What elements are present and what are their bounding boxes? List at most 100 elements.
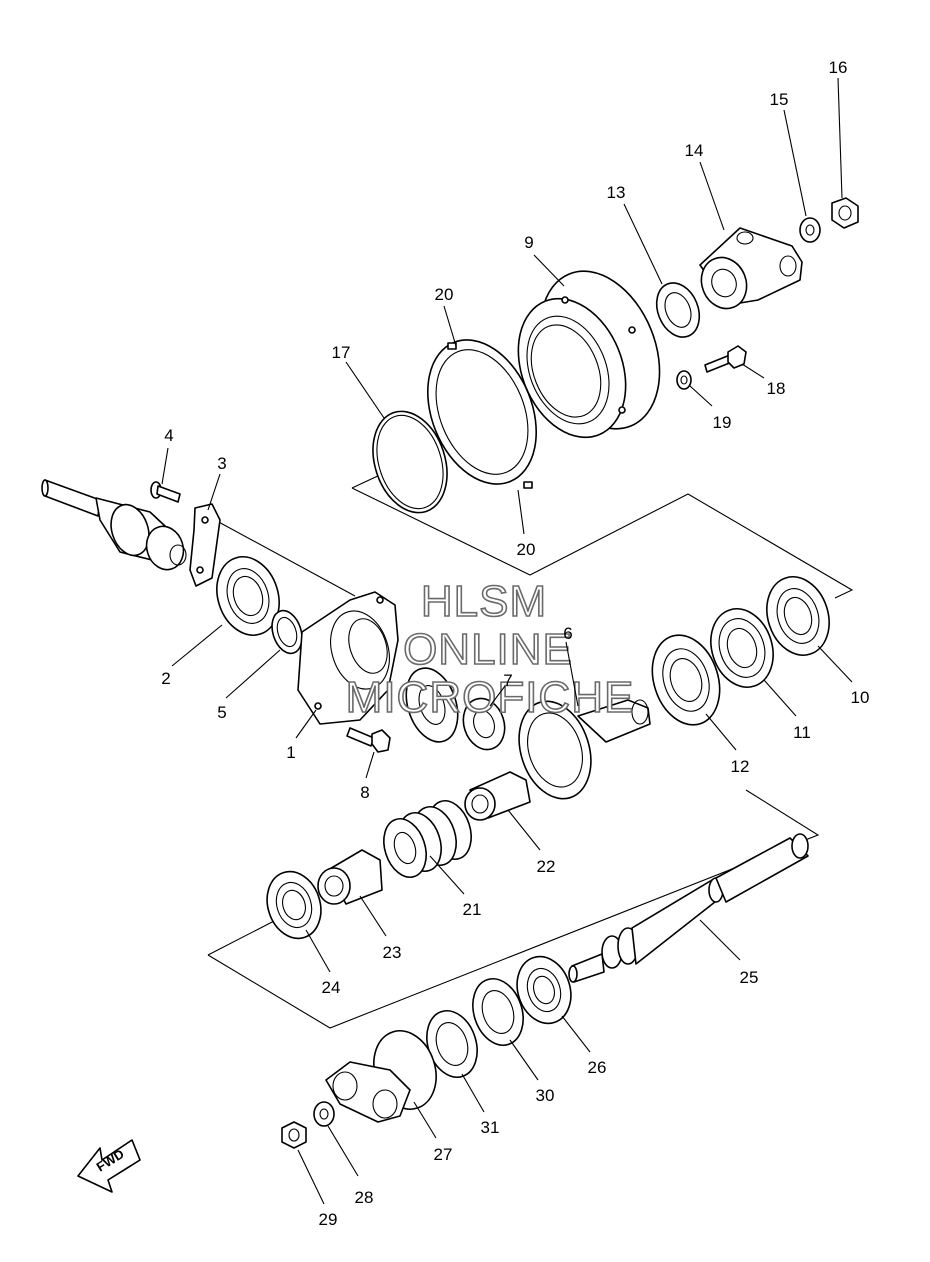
- callout-number: 29: [319, 1210, 338, 1229]
- bearing-housing-part: [517, 270, 661, 439]
- callout-27: 27: [413, 1101, 453, 1164]
- retainer-plate-part: [189, 503, 221, 587]
- assembly-outline-lower: [207, 789, 820, 1029]
- callout-31: 31: [461, 1073, 500, 1137]
- callout-15: 15: [770, 90, 807, 217]
- nut-part-29: [281, 1121, 307, 1149]
- callout-12: 12: [705, 713, 750, 776]
- bearing-part-24: [266, 870, 322, 940]
- callout-number: 8: [360, 783, 369, 802]
- callout-21: 21: [429, 855, 482, 919]
- callout-28: 28: [327, 1125, 374, 1207]
- callout-29: 29: [297, 1149, 338, 1229]
- callout-5: 5: [217, 649, 281, 722]
- bolt-part-18: [704, 345, 747, 373]
- assembly-outline-upper: [351, 473, 854, 599]
- callout-number: 4: [164, 426, 173, 445]
- bearing-part-12: [651, 634, 721, 726]
- pinion-gear-part: [518, 699, 651, 800]
- ring-nut-part-11: [710, 608, 774, 688]
- callout-number: 3: [217, 454, 226, 473]
- shim-part-5: [271, 609, 303, 655]
- callout-17: 17: [332, 343, 385, 419]
- callout-number: 16: [829, 58, 848, 77]
- spacer-part-23: [317, 849, 383, 905]
- callout-4: 4: [161, 426, 174, 485]
- callout-number: 13: [607, 183, 626, 202]
- output-shaft-part: [568, 833, 809, 983]
- callout-19: 19: [689, 385, 732, 432]
- ring-nut-part-30: [472, 978, 524, 1046]
- callout-number: 22: [537, 857, 556, 876]
- callout-number: 20: [435, 285, 454, 304]
- callout-25: 25: [699, 919, 759, 987]
- callout-14: 14: [685, 141, 725, 231]
- callout-1: 1: [286, 709, 317, 762]
- yoke-part-27: [325, 1030, 437, 1123]
- callout-6: 6: [563, 624, 579, 707]
- callout-number: 10: [851, 688, 870, 707]
- nut-part-16: [831, 197, 859, 229]
- callout-number: 6: [563, 624, 572, 643]
- callout-number: 21: [463, 900, 482, 919]
- callout-20-bottom: 20: [517, 489, 536, 559]
- callout-number: 30: [536, 1086, 555, 1105]
- callout-30: 30: [509, 1039, 555, 1105]
- callout-number: 12: [731, 757, 750, 776]
- callout-2: 2: [161, 624, 223, 688]
- spring-part-21: [383, 800, 472, 878]
- watermark-line-1: HLSM: [421, 577, 547, 626]
- forward-arrow-icon: FWD: [77, 1139, 141, 1193]
- callout-8: 8: [360, 751, 375, 802]
- oil-seal-part: [655, 282, 701, 338]
- washer-part-15: [799, 217, 821, 243]
- collar-part-22: [464, 771, 531, 821]
- callout-11: 11: [763, 679, 811, 742]
- bearing-part-10: [766, 576, 830, 656]
- callout-22: 22: [507, 809, 556, 876]
- collar-part-7: [462, 697, 506, 751]
- watermark-line-3: MICROFICHE: [346, 673, 635, 722]
- drive-shaft-part: [41, 479, 187, 571]
- callout-number: 11: [793, 723, 811, 742]
- callout-number: 19: [713, 413, 732, 432]
- callout-number: 25: [740, 968, 759, 987]
- bearing-part-2: [216, 556, 280, 636]
- callout-number: 7: [503, 671, 512, 690]
- callout-number: 15: [770, 90, 789, 109]
- screw-part-4: [150, 481, 181, 503]
- callout-24: 24: [305, 929, 341, 997]
- o-ring-part: [372, 410, 448, 514]
- callout-26: 26: [561, 1015, 607, 1077]
- callout-number: 24: [322, 978, 341, 997]
- watermark: HLSM ONLINE MICROFICHE: [345, 576, 635, 723]
- callout-number: 18: [767, 379, 786, 398]
- callout-18: 18: [741, 363, 786, 398]
- callout-number: 17: [332, 343, 351, 362]
- bearing-part-26: [516, 955, 572, 1025]
- gear-housing-part-1: [297, 591, 399, 725]
- callout-number: 28: [355, 1188, 374, 1207]
- axis-line-left: [214, 519, 356, 597]
- yoke-part: [699, 227, 803, 310]
- callout-number: 20: [517, 540, 536, 559]
- callout-number: 26: [588, 1058, 607, 1077]
- callout-number: 27: [434, 1145, 453, 1164]
- callout-7: 7: [489, 671, 513, 707]
- watermark-line-2: ONLINE: [403, 625, 573, 674]
- callout-number: 31: [481, 1118, 500, 1137]
- callout-number: 2: [161, 669, 170, 688]
- callout-23: 23: [359, 895, 402, 962]
- callout-10: 10: [817, 645, 870, 707]
- gasket-part: [426, 339, 538, 489]
- callout-number: 1: [286, 743, 295, 762]
- bolt-part-8: [346, 727, 391, 753]
- callout-3: 3: [207, 454, 227, 511]
- callout-13: 13: [607, 183, 663, 285]
- washer-part-28: [313, 1101, 335, 1127]
- bevel-gear-part: [405, 667, 459, 743]
- callout-9: 9: [524, 233, 565, 287]
- callout-number: 5: [217, 703, 226, 722]
- callout-number: 23: [383, 943, 402, 962]
- callout-20-top: 20: [435, 285, 457, 347]
